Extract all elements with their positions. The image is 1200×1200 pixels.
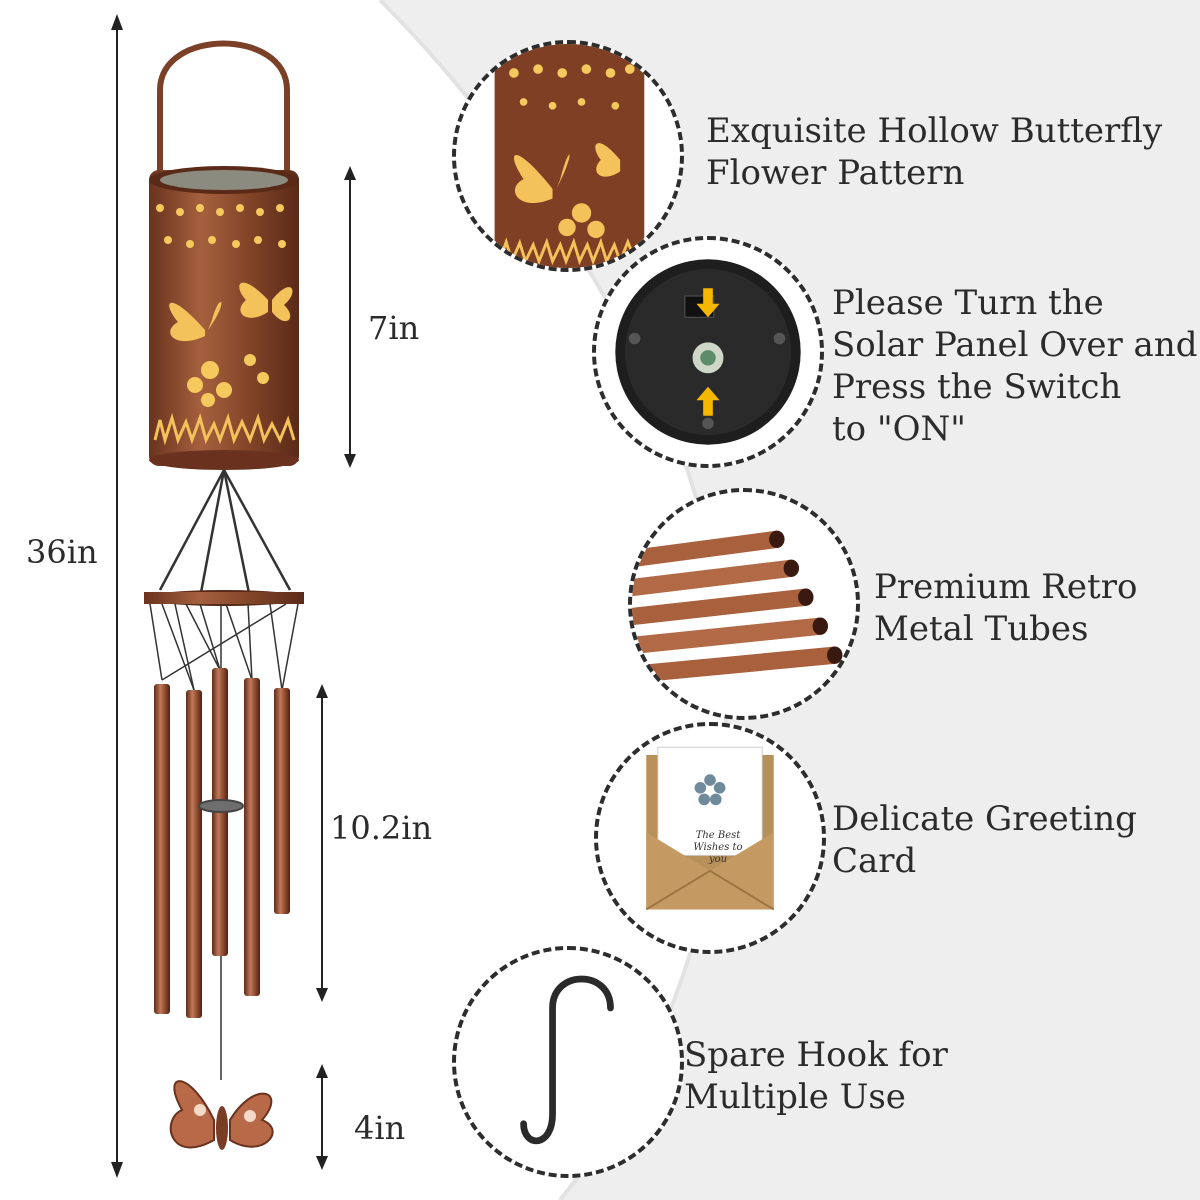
feature-line: Delicate Greeting [832,799,1137,839]
butterfly-pattern-icon [494,44,645,268]
s-hook-icon [520,975,614,1145]
feature-line: Solar Panel Over and [832,325,1198,365]
feature-text-spare-hook: Spare Hook for Multiple Use [684,1034,948,1118]
dimension-line-butterfly [316,1064,328,1170]
lantern-body [149,166,299,470]
feature-circle-spare-hook [452,946,684,1178]
dimension-lantern-label: 7in [368,309,420,347]
feature-circle-greeting-card: The Best Wishes to you [594,722,826,954]
chime-top-ring [144,590,304,606]
feature-text-metal-tubes: Premium Retro Metal Tubes [874,566,1137,650]
feature-line: Metal Tubes [874,609,1089,649]
feature-line: Card [832,841,917,881]
feature-line: Premium Retro [874,567,1138,607]
dimension-line-total [111,14,123,1178]
solar-switch-icon [615,259,801,445]
feature-line: to "ON" [832,409,966,449]
feature-line: Flower Pattern [706,153,965,193]
feature-line: Multiple Use [684,1077,906,1117]
feature-line: Please Turn the [832,283,1104,323]
chime-tubes [154,668,290,1018]
lantern-handle [157,40,290,172]
butterfly-charm [169,1080,274,1150]
feature-text-solar-switch: Please Turn the Solar Panel Over and Pre… [832,282,1197,450]
feature-circle-butterfly-pattern [452,40,684,272]
dimension-line-tubes [316,684,328,1002]
card-text-line1: The Best [695,830,741,841]
metal-tubes-icon [632,530,843,684]
feature-circle-solar-switch [592,236,824,468]
dimension-line-lantern [344,166,356,468]
chime-striker [198,799,244,813]
greeting-card-icon [645,746,775,911]
feature-text-butterfly-pattern: Exquisite Hollow Butterfly Flower Patter… [706,110,1162,194]
feature-line: Press the Switch [832,367,1122,407]
feature-line: Spare Hook for [684,1035,948,1075]
dimension-tubes-label: 10.2in [330,809,433,847]
feature-line: Exquisite Hollow Butterfly [706,111,1163,151]
card-text-line2: Wishes to you [693,842,743,865]
dimension-total-label: 36in [26,533,98,571]
hanging-chains [158,469,292,599]
feature-circle-metal-tubes [628,488,860,720]
feature-text-greeting-card: Delicate Greeting Card [832,798,1137,882]
dimension-butterfly-label: 4in [354,1109,406,1147]
